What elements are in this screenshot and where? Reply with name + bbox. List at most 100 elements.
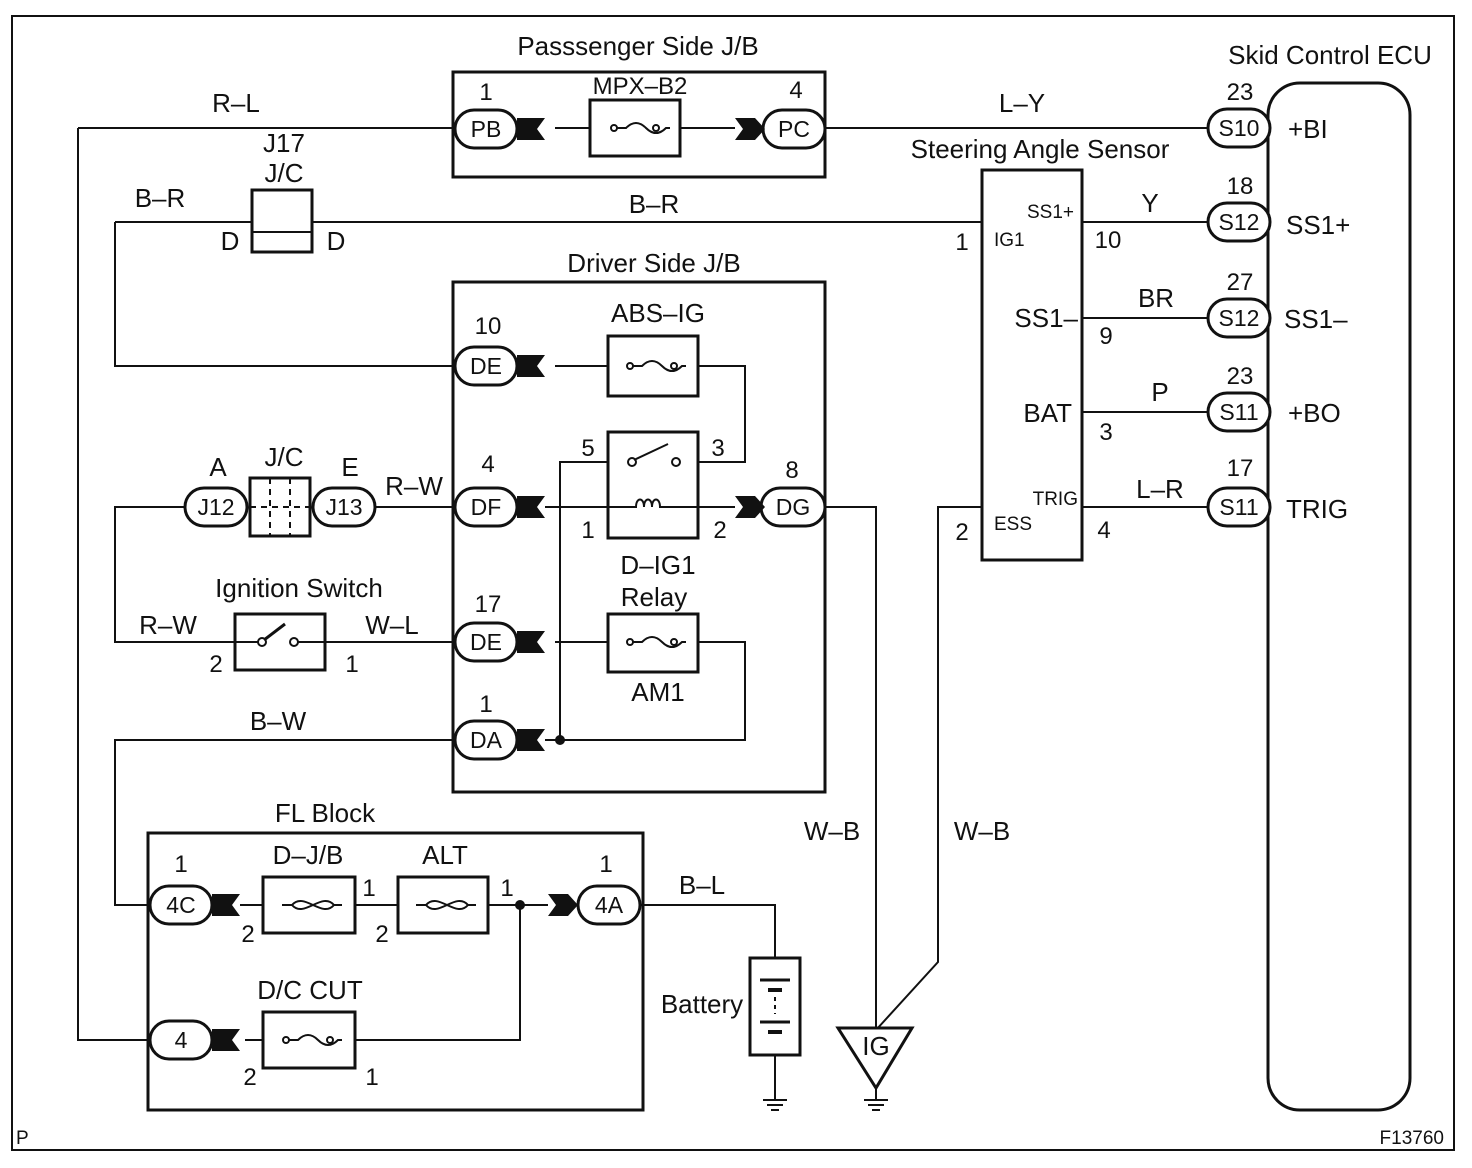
wire-y: Y — [1141, 188, 1158, 218]
ecu-term-bi: +BI — [1288, 114, 1328, 144]
pin-sensor-ess: 2 — [955, 519, 968, 546]
wire-r-w-ign: R–W — [139, 610, 197, 640]
pin-da: 1 — [479, 691, 492, 718]
battery-ground-symbol — [763, 1099, 787, 1111]
splice-dot — [555, 735, 565, 745]
pin-s12-a: 18 — [1227, 173, 1254, 200]
wire-r-w-top: R–W — [385, 471, 443, 501]
wire-b-l: B–L — [679, 870, 725, 900]
corner-mark: P — [16, 1128, 29, 1149]
pin-ign-1: 1 — [345, 651, 358, 678]
alt-label: ALT — [422, 840, 468, 870]
sensor-term-ss1m: SS1– — [1014, 303, 1078, 333]
wire-b-r-left: B–R — [135, 183, 186, 213]
pin-4-2: 2 — [243, 1064, 256, 1091]
wire-br: BR — [1138, 283, 1174, 313]
diagram-frame — [11, 15, 1455, 1151]
connector-pc-code: PC — [778, 116, 810, 142]
relay-d-ig1 — [606, 430, 700, 540]
pin-relay-2: 2 — [713, 517, 726, 544]
passenger-jb-title: Passsenger Side J/B — [517, 31, 758, 61]
j17-jc-label: J/C — [265, 158, 304, 188]
ignition-switch-label: Ignition Switch — [215, 573, 383, 603]
pin-df: 4 — [481, 451, 494, 478]
j17-pin-left: D — [221, 226, 240, 256]
pin-alt-2: 2 — [375, 921, 388, 948]
connector-df-code: DF — [471, 494, 502, 520]
ecu-term-ss1m: SS1– — [1284, 304, 1348, 334]
pin-dg: 8 — [785, 457, 798, 484]
jc-junction-dashes — [250, 478, 310, 536]
j17-label: J17 — [263, 128, 305, 158]
d-jb-label: D–J/B — [273, 840, 344, 870]
connector-4a — [548, 884, 642, 926]
connector-pc — [735, 108, 827, 150]
pin-s12-b: 27 — [1227, 269, 1254, 296]
connector-dg-code: DG — [776, 494, 811, 520]
pin-ign-2: 2 — [209, 651, 222, 678]
connector-j13-code: J13 — [325, 494, 362, 520]
pin-relay-3: 3 — [711, 435, 724, 462]
wire-r-l: R–L — [212, 88, 260, 118]
dc-cut-label: D/C CUT — [257, 975, 363, 1005]
connector-4a-code: 4A — [595, 892, 624, 918]
ig-ground-symbol — [835, 1026, 915, 1111]
pin-s10: 23 — [1227, 79, 1254, 106]
pin-alt-1: 1 — [500, 875, 513, 902]
connector-s12-a-code: S12 — [1219, 209, 1260, 235]
pin-sensor-bat: 3 — [1099, 419, 1112, 446]
ignition-switch-symbol — [233, 612, 327, 672]
wire-w-b-1: W–B — [804, 816, 860, 846]
connector-j12 — [183, 486, 249, 528]
wires — [77, 127, 1210, 1100]
connector-s11-a — [1206, 391, 1272, 433]
connector-pb-code: PB — [471, 116, 502, 142]
pin-4c-2: 2 — [241, 921, 254, 948]
pin-de-top: 10 — [475, 313, 502, 340]
fuse-dc-cut — [261, 1010, 357, 1070]
figure-id: F13760 — [1380, 1128, 1444, 1149]
fuse-mpx-b2 — [588, 98, 682, 158]
relay-label-line2: Relay — [621, 582, 687, 612]
connector-s11-b-code: S11 — [1219, 494, 1258, 520]
pin-de-bottom: 17 — [475, 591, 502, 618]
mpx-b2-label: MPX–B2 — [593, 73, 688, 100]
jc-label: J/C — [265, 442, 304, 472]
connector-s12-b-code: S12 — [1219, 305, 1260, 331]
connector-de-top-code: DE — [470, 353, 502, 379]
pin-4c: 1 — [174, 851, 187, 878]
splice-dot — [515, 900, 525, 910]
wire-p: P — [1151, 377, 1168, 407]
connector-s12-b — [1206, 297, 1272, 339]
driver-jb-title: Driver Side J/B — [567, 248, 740, 278]
connector-s12-a — [1206, 201, 1272, 243]
connector-s10 — [1206, 107, 1272, 149]
wire-w-b-2: W–B — [954, 816, 1010, 846]
jc-pin-e: E — [341, 452, 358, 482]
wire-l-r: L–R — [1136, 474, 1184, 504]
ecu-title: Skid Control ECU — [1228, 40, 1432, 70]
driver-jb-box — [451, 280, 827, 794]
jc-pin-a: A — [209, 452, 227, 482]
pin-dj-1: 1 — [362, 875, 375, 902]
fuse-d-jb — [261, 875, 357, 935]
connector-4c — [148, 884, 240, 926]
pin-relay-1: 1 — [581, 517, 594, 544]
fuse-am1 — [606, 612, 700, 674]
connector-pb — [453, 108, 545, 150]
sensor-term-ess: ESS — [994, 514, 1032, 535]
fuse-alt — [396, 875, 490, 935]
abs-ig-label: ABS–IG — [611, 298, 705, 328]
pin-pb: 1 — [479, 79, 492, 106]
pin-sensor-ss1m: 9 — [1099, 323, 1112, 350]
connector-da — [453, 719, 545, 761]
connector-df — [453, 486, 545, 528]
connector-de-top — [453, 345, 545, 387]
sensor-term-ss1p: SS1+ — [1027, 202, 1074, 223]
connector-j13 — [311, 486, 377, 528]
battery-label: Battery — [661, 989, 743, 1019]
am1-label: AM1 — [631, 677, 684, 707]
relay-label-line1: D–IG1 — [620, 550, 695, 580]
sensor-title: Steering Angle Sensor — [911, 134, 1170, 164]
pin-s11-a: 23 — [1227, 363, 1254, 390]
